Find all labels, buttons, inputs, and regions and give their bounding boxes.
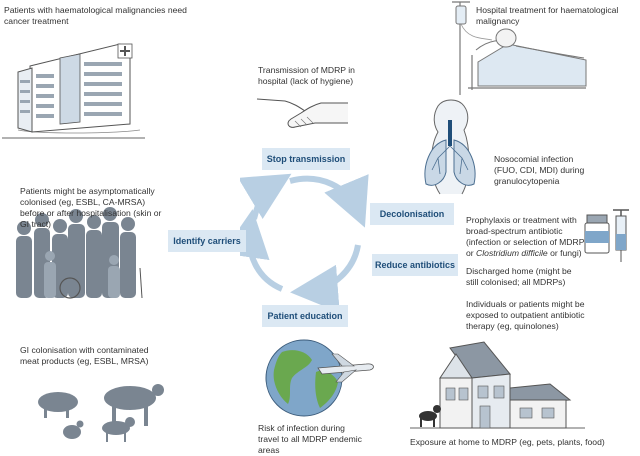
caption-discharged: Discharged home (might be still colonise… xyxy=(466,266,572,287)
crowd-icon xyxy=(16,207,143,299)
livestock-icon xyxy=(38,384,164,442)
caption-gi-colonisation: GI colonisation with contaminated meat p… xyxy=(20,345,149,366)
reduce-antibiotics-box: Reduce antibiotics xyxy=(372,254,458,276)
hospital-bed-patient-icon xyxy=(452,1,587,95)
caption-prophylaxis-organism: Clostridium difficile xyxy=(476,248,548,258)
caption-prophylaxis-part2: or fungi) xyxy=(550,248,582,258)
handshake-icon xyxy=(256,98,348,128)
caption-nosocomial: Nosocomial infection (FUO, CDI, MDI) dur… xyxy=(494,154,585,186)
caption-exposure-home: Exposure at home to MDRP (eg, pets, plan… xyxy=(410,437,605,447)
caption-travel: Risk of infection during travel to all M… xyxy=(258,423,362,455)
identify-carriers-box: Identify carriers xyxy=(168,230,246,252)
caption-prophylaxis-part1: Prophylaxis or treatment with broad-spec… xyxy=(466,215,585,258)
hospital-building-icon xyxy=(2,43,145,139)
caption-prophylaxis: Prophylaxis or treatment with broad-spec… xyxy=(466,215,586,259)
caption-cancer-treatment: Patients with haematological malignancie… xyxy=(4,5,187,26)
syringe-icon xyxy=(613,209,629,262)
stop-transmission-box: Stop transmission xyxy=(262,148,350,170)
lungs-icon xyxy=(424,99,476,195)
caption-transmission: Transmission of MDRP in hospital (lack o… xyxy=(258,65,355,86)
caption-outpatient: Individuals or patients might be exposed… xyxy=(466,299,585,331)
caption-asymptomatic: Patients might be asymptomatically colon… xyxy=(20,186,162,229)
cycle-arrows xyxy=(240,173,369,305)
globe-airplane-icon xyxy=(265,339,374,417)
caption-hospital-treatment: Hospital treatment for haematological ma… xyxy=(476,5,619,26)
decolonisation-box: Decolonisation xyxy=(370,203,454,225)
house-dog-icon xyxy=(410,341,585,429)
patient-education-box: Patient education xyxy=(262,305,348,327)
medicine-bottle-icon xyxy=(584,214,610,254)
